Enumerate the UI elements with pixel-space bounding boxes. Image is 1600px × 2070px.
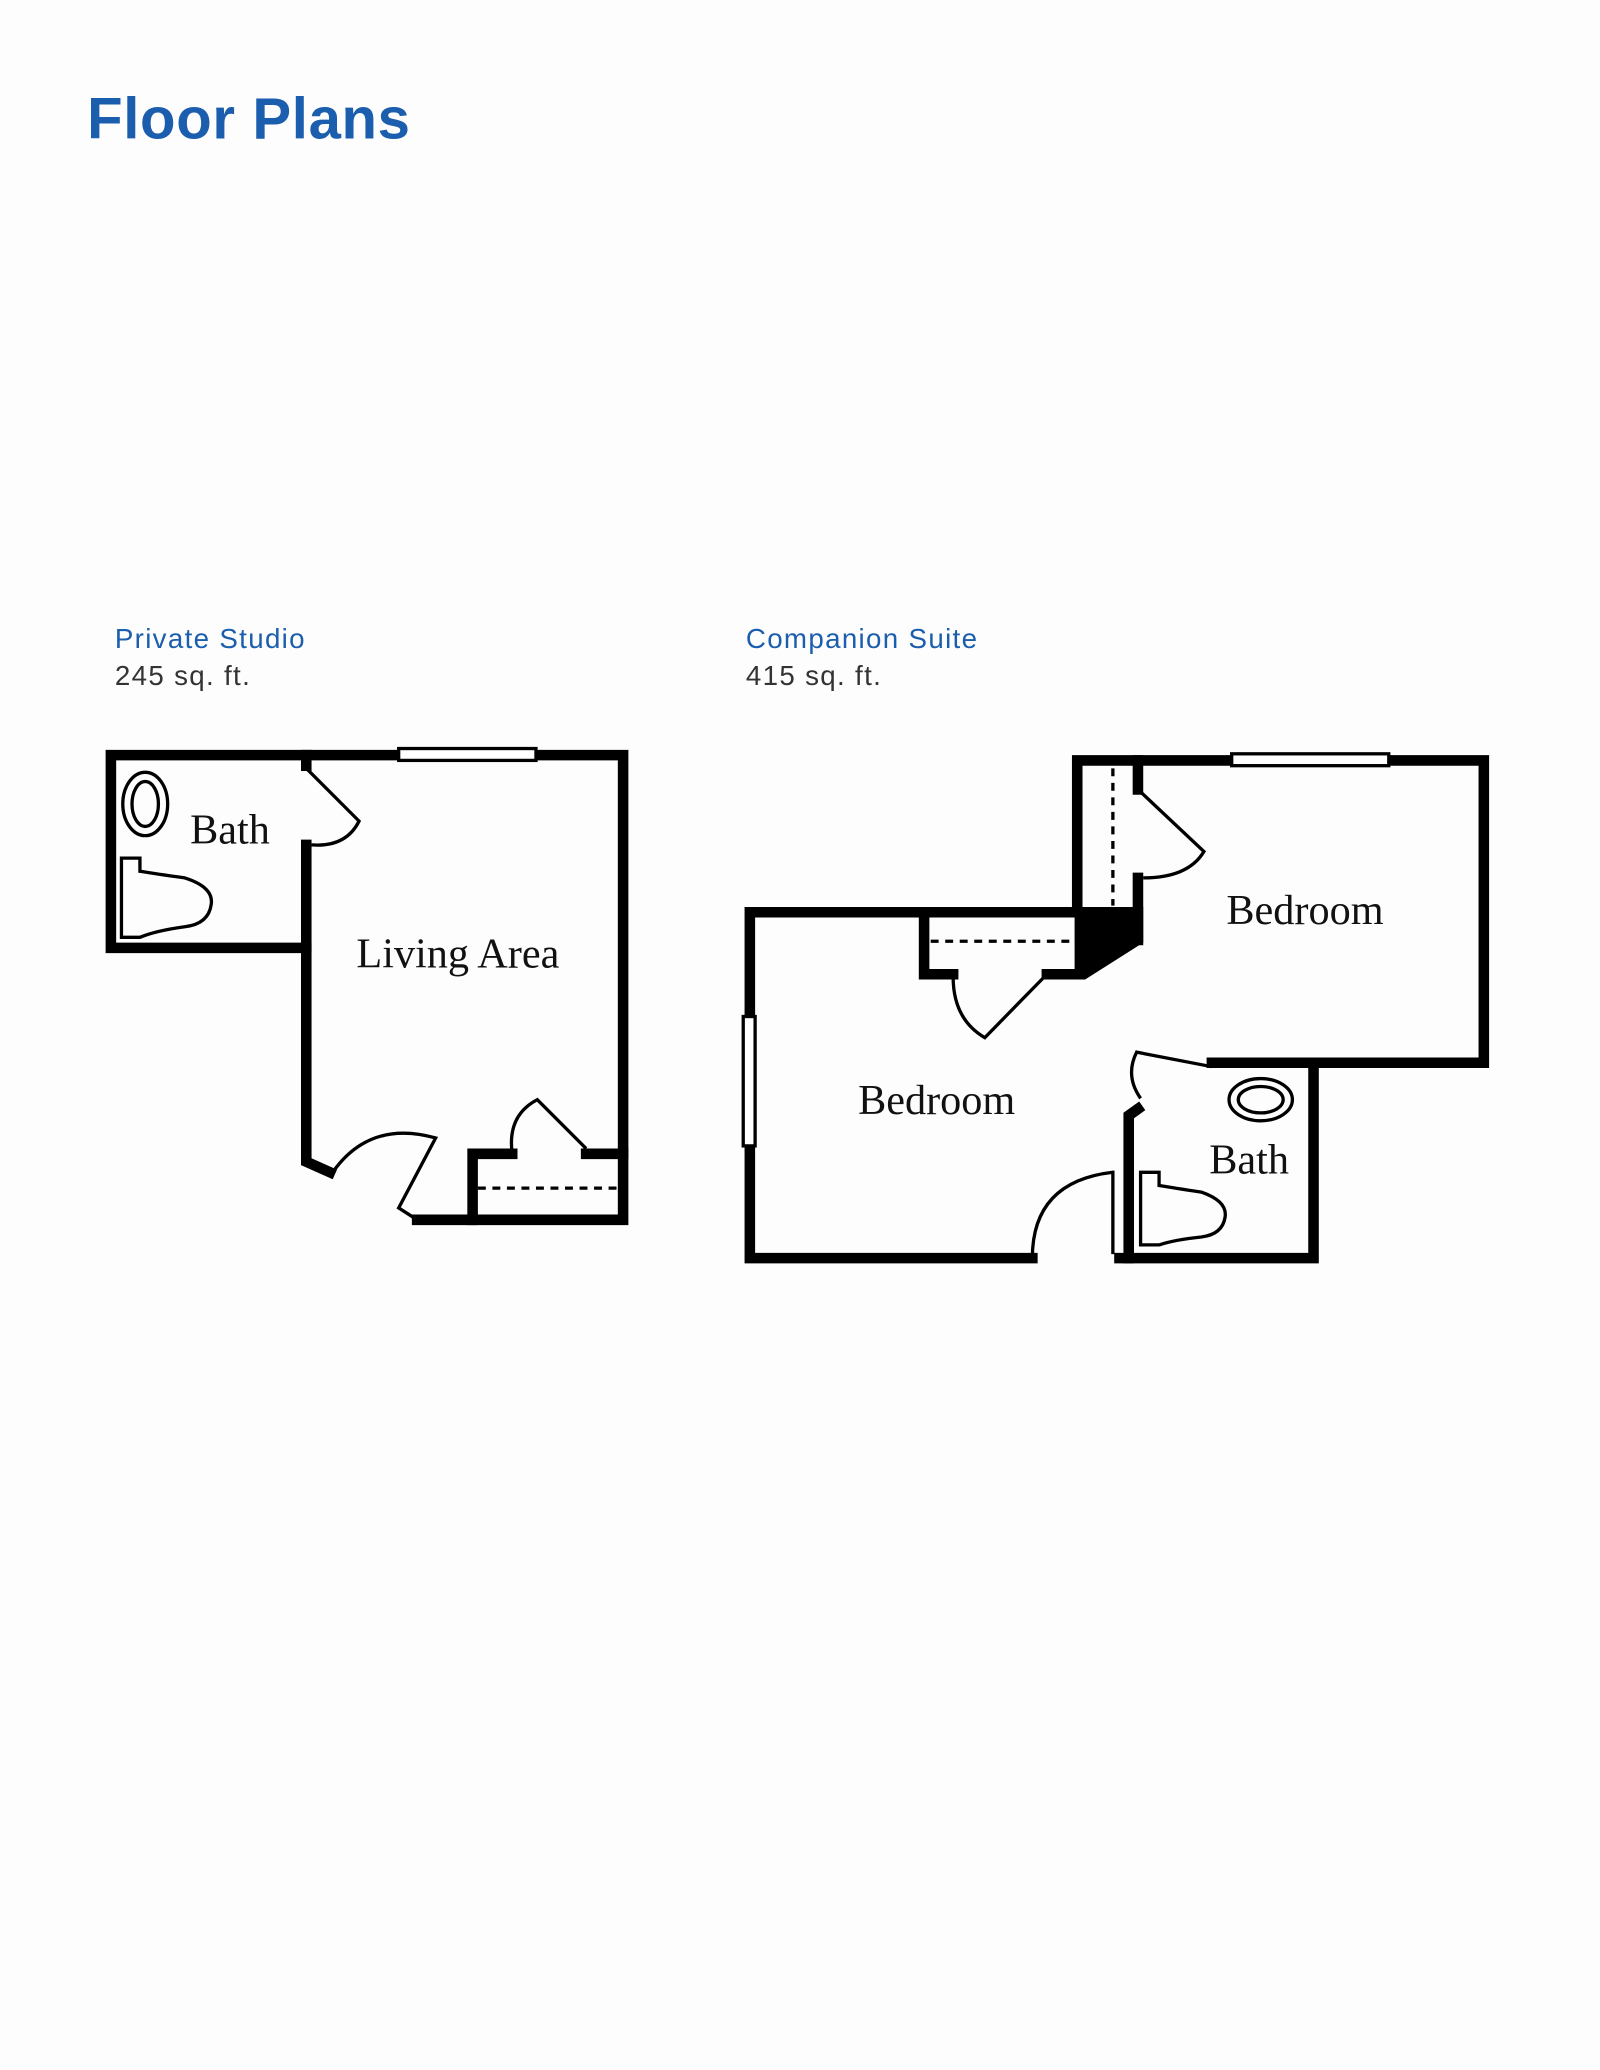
closet-door <box>951 973 1049 1040</box>
room-label-bath: Bath <box>1209 1137 1289 1184</box>
closet-door <box>1136 788 1207 880</box>
toilet-icon <box>119 856 214 939</box>
plan-name: Private Studio <box>115 623 306 654</box>
entry-door <box>331 1131 439 1222</box>
room-label-living-area: Living Area <box>356 931 559 978</box>
room-label-bedroom: Bedroom <box>858 1077 1015 1124</box>
private-studio-plan: Private Studio 245 sq. ft. Bath Living A… <box>105 623 629 1226</box>
closet-door <box>509 1097 588 1155</box>
room-label-bath: Bath <box>190 807 270 854</box>
walls <box>105 749 629 1226</box>
plan-name: Companion Suite <box>746 623 978 654</box>
bath-door <box>1129 1050 1213 1100</box>
plan-area: 415 sq. ft. <box>746 660 882 691</box>
plan-area: 245 sq. ft. <box>115 660 251 691</box>
entry-door <box>1030 1170 1115 1259</box>
walls <box>744 755 1490 1264</box>
window <box>1230 752 1391 768</box>
companion-suite-plan: Companion Suite 415 sq. ft. Bedroom Bedr… <box>741 623 1490 1264</box>
wall-fill <box>1074 906 1144 980</box>
window <box>397 746 538 763</box>
window <box>741 1014 757 1148</box>
bathtub-icon <box>121 770 170 838</box>
page-title: Floor Plans <box>87 87 411 152</box>
bathtub-icon <box>1227 1076 1295 1123</box>
room-label-bedroom: Bedroom <box>1226 887 1383 934</box>
bath-door <box>305 767 362 847</box>
toilet-icon <box>1138 1170 1227 1247</box>
